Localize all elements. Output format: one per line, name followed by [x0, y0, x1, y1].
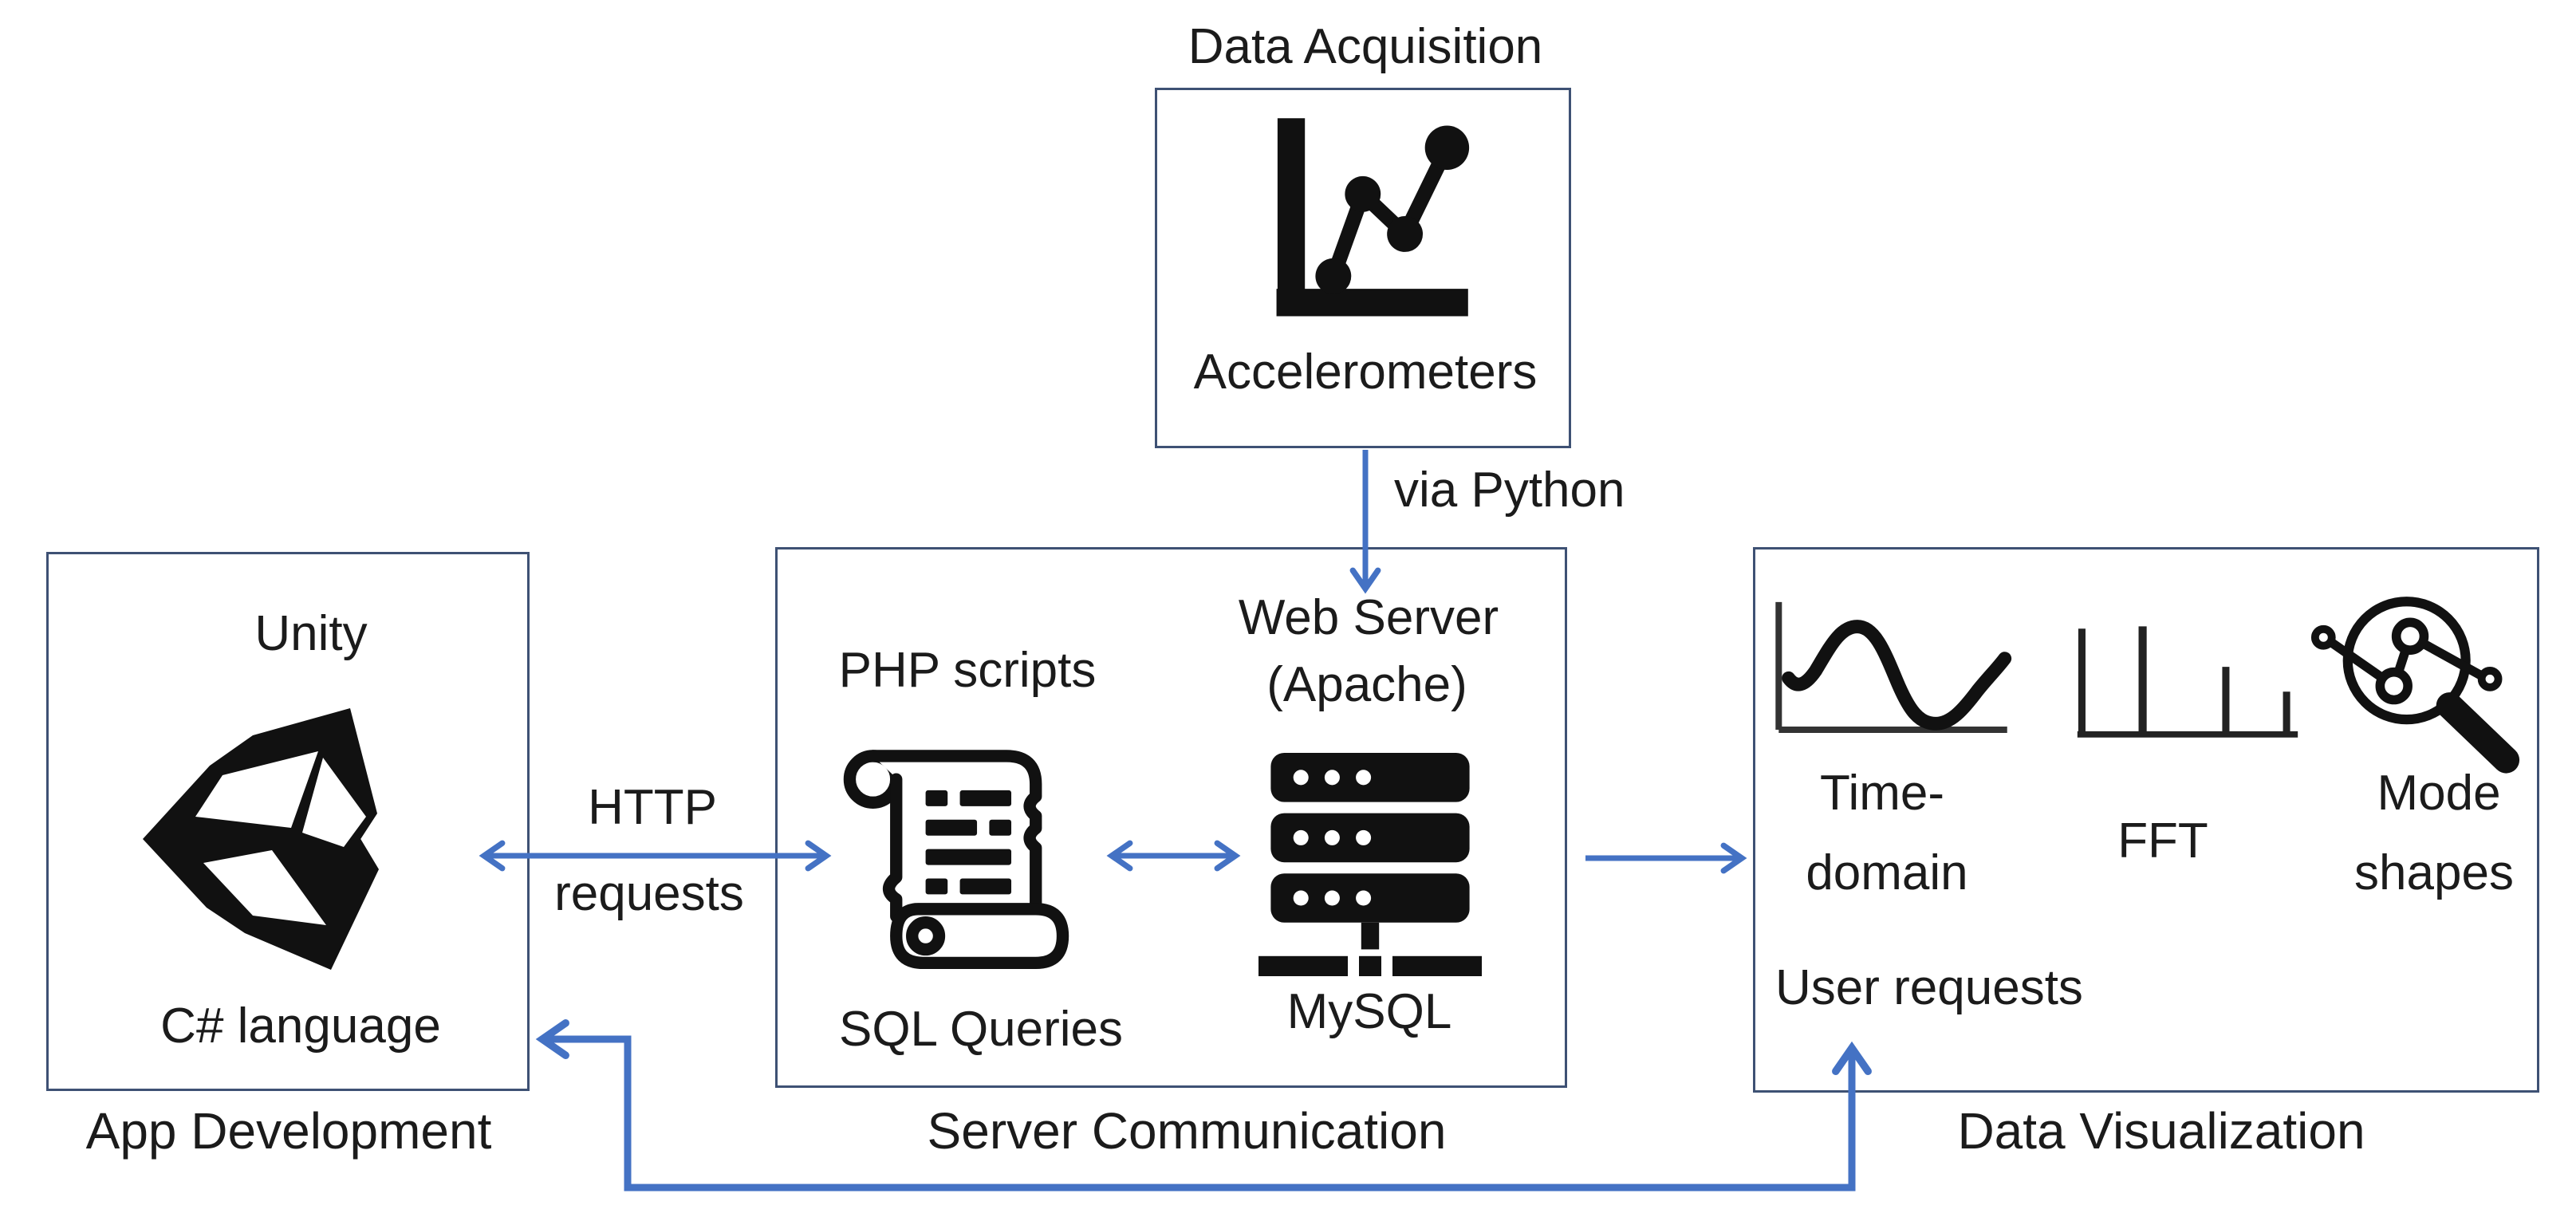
web-server-label-line2: (Apache)	[1266, 657, 1467, 712]
time-domain-label-line2: domain	[1806, 845, 1968, 900]
data-visualization-caption: Data Visualization	[1957, 1102, 2365, 1160]
fft-label: FFT	[2117, 813, 2208, 869]
line-chart-icon	[1276, 118, 1470, 317]
app-development-caption: App Development	[85, 1102, 492, 1160]
server-stack-icon	[1258, 753, 1482, 976]
unity-cube-icon	[143, 708, 379, 970]
php-scripts-label: PHP scripts	[838, 643, 1097, 698]
mode-shapes-label-line1: Mode	[2377, 766, 2501, 821]
accelerometers-label: Accelerometers	[1193, 345, 1538, 400]
csharp-language-label: C# language	[160, 999, 441, 1054]
web-server-label-line1: Web Server	[1238, 590, 1499, 645]
time-domain-label-line1: Time-	[1819, 766, 1945, 821]
data-acquisition-title: Data Acquisition	[1188, 19, 1543, 74]
mode-shapes-label-line2: shapes	[2354, 845, 2514, 900]
fft-spectrum-icon	[2077, 626, 2298, 738]
user-requests-label: User requests	[1775, 960, 2083, 1015]
sine-wave-icon	[1775, 601, 2012, 734]
via-python-label: via Python	[1394, 463, 1625, 518]
scroll-icon	[843, 750, 1069, 970]
app-development-box	[46, 552, 530, 1091]
unity-label: Unity	[254, 606, 368, 661]
http-label-line2: requests	[554, 866, 744, 921]
data-acquisition-box	[1155, 88, 1571, 448]
sql-queries-label: SQL Queries	[838, 1002, 1124, 1057]
http-label-line1: HTTP	[588, 780, 717, 835]
mysql-label: MySQL	[1286, 984, 1452, 1039]
magnifier-nodes-icon	[2310, 597, 2520, 774]
server-communication-caption: Server Communication	[927, 1102, 1447, 1160]
